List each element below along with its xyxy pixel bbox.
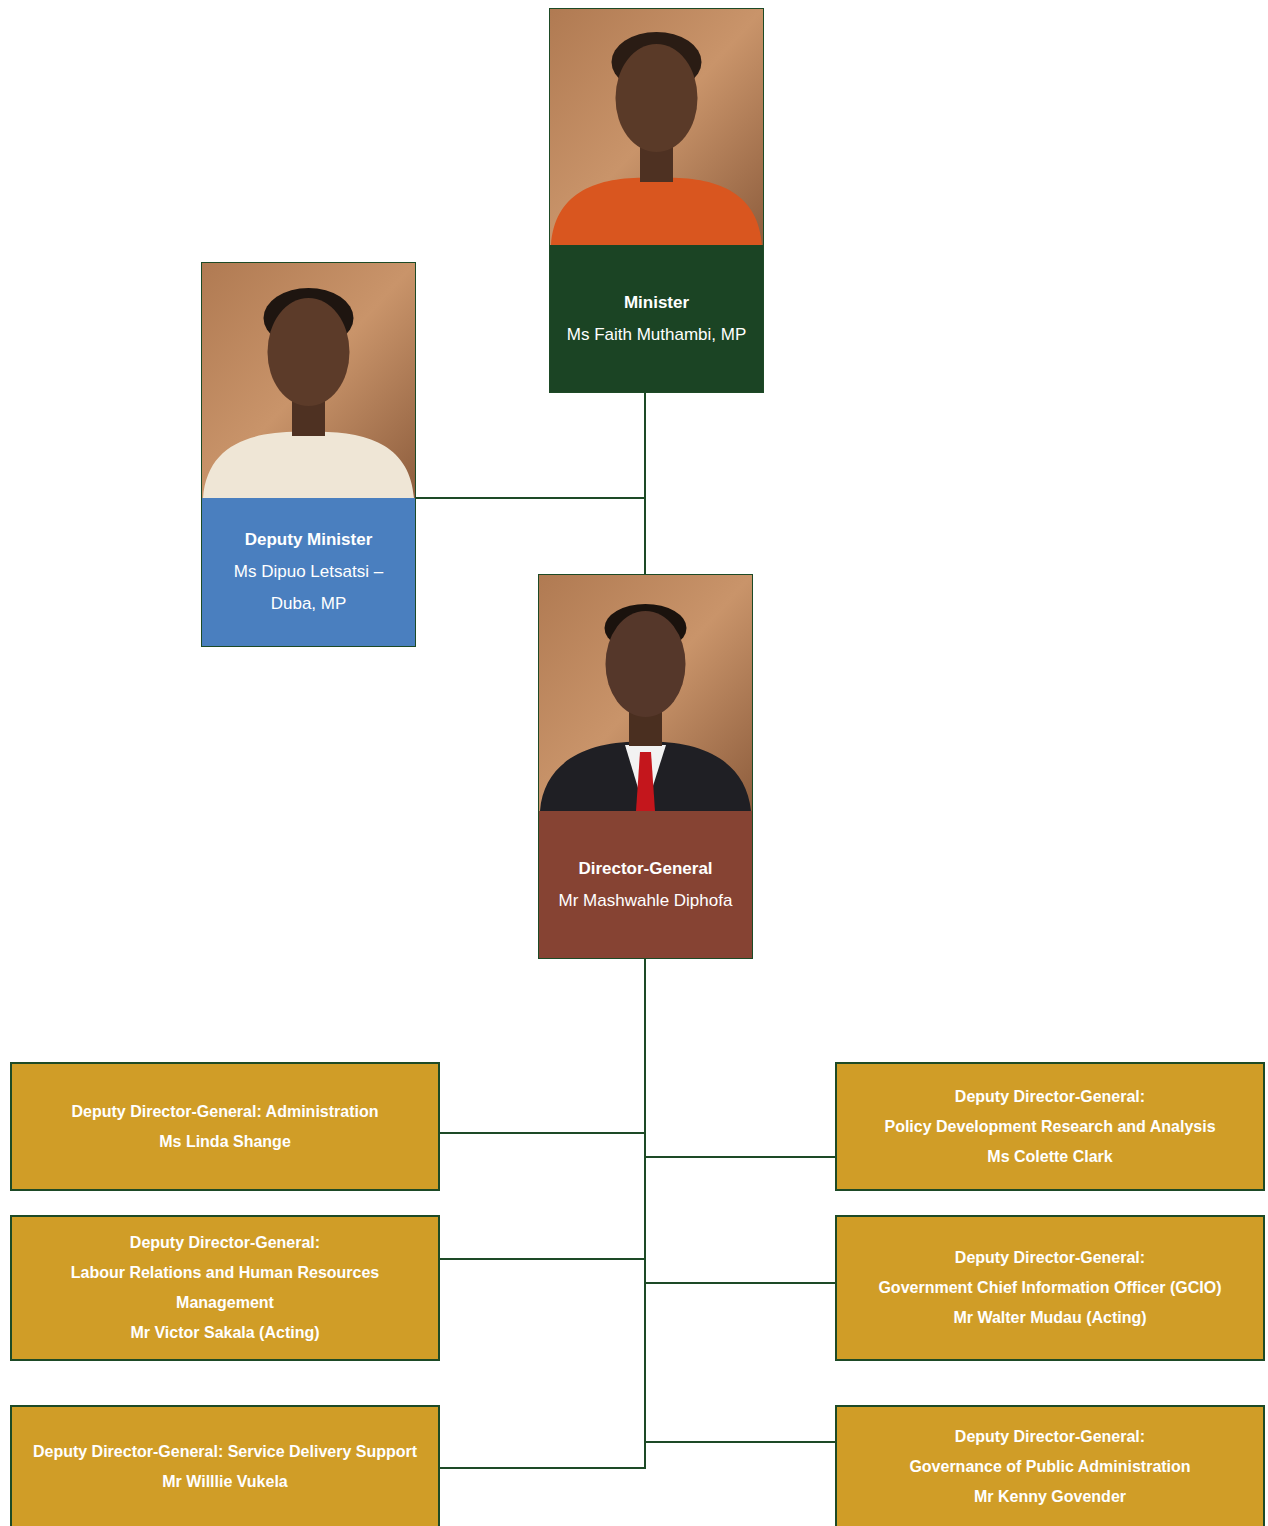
role-title: Deputy Director-General: [130, 1228, 320, 1258]
portrait-background [549, 8, 764, 245]
label-panel: Director-GeneralMr Mashwahle Diphofa [539, 811, 752, 958]
person-name: Mr Willlie Vukela [162, 1467, 288, 1497]
reporting-line [644, 393, 646, 574]
deputy-director-general-box: Deputy Director-General:Labour Relations… [10, 1215, 440, 1361]
reporting-line [440, 959, 645, 1468]
label-panel: MinisterMs Faith Muthambi, MP [550, 245, 763, 392]
reporting-line [645, 959, 835, 1442]
label-panel: Deputy Director-General:Labour Relations… [12, 1217, 438, 1359]
person-name: Mr Kenny Govender [974, 1482, 1126, 1512]
role-title: Governance of Public Administration [909, 1452, 1190, 1482]
person-name: Ms Dipuo Letsatsi – Duba, MP [218, 556, 399, 620]
deputy-director-general-box: Deputy Director-General:Policy Developme… [835, 1062, 1265, 1191]
label-panel: Deputy Director-General:Governance of Pu… [837, 1407, 1263, 1526]
deputy-minister-box: Deputy MinisterMs Dipuo Letsatsi – Duba,… [201, 262, 416, 647]
portrait-tie [636, 752, 655, 811]
deputy-director-general-box: Deputy Director-General:Government Chief… [835, 1215, 1265, 1361]
portrait-shirt [625, 745, 666, 811]
director-general-box: Director-GeneralMr Mashwahle Diphofa [538, 574, 753, 959]
label-panel: Deputy Director-General: AdministrationM… [12, 1064, 438, 1189]
director-general-portrait [538, 574, 753, 811]
role-title: Deputy Minister [245, 524, 373, 556]
portrait-background [538, 574, 753, 811]
role-title: Deputy Director-General: [955, 1243, 1145, 1273]
label-panel: Deputy Director-General:Government Chief… [837, 1217, 1263, 1359]
role-title: Deputy Director-General: [955, 1082, 1145, 1112]
role-title: Deputy Director-General: [955, 1422, 1145, 1452]
portrait-suit [540, 742, 751, 811]
deputy-director-general-box: Deputy Director-General: Service Deliver… [10, 1405, 440, 1526]
minister-portrait [549, 8, 764, 245]
role-title: Director-General [578, 853, 712, 885]
reporting-line [440, 959, 645, 1133]
portrait-head [606, 611, 686, 717]
connector-group [416, 393, 835, 1468]
person-name: Ms Faith Muthambi, MP [567, 319, 747, 351]
portrait-head [268, 298, 350, 406]
reporting-line [645, 959, 835, 1283]
minister-box: MinisterMs Faith Muthambi, MP [549, 8, 764, 393]
label-panel: Deputy MinisterMs Dipuo Letsatsi – Duba,… [202, 498, 415, 646]
role-title: Labour Relations and Human Resources Man… [20, 1258, 430, 1318]
reporting-line [645, 959, 835, 1157]
portrait-clothes [551, 178, 762, 245]
role-title: Deputy Director-General: Administration [71, 1097, 378, 1127]
person-name: Mr Victor Sakala (Acting) [130, 1318, 319, 1348]
role-title: Deputy Director-General: Service Deliver… [33, 1437, 417, 1467]
deputy-director-general-box: Deputy Director-General: AdministrationM… [10, 1062, 440, 1191]
role-title: Minister [624, 287, 689, 319]
deputy-director-general-box: Deputy Director-General:Governance of Pu… [835, 1405, 1265, 1526]
person-name: Mr Walter Mudau (Acting) [953, 1303, 1146, 1333]
role-title: Policy Development Research and Analysis [884, 1112, 1215, 1142]
person-name: Ms Colette Clark [987, 1142, 1112, 1172]
role-title: Government Chief Information Officer (GC… [878, 1273, 1221, 1303]
label-panel: Deputy Director-General:Policy Developme… [837, 1064, 1263, 1189]
portrait-head [616, 44, 698, 152]
reporting-line [440, 959, 645, 1259]
person-name: Ms Linda Shange [159, 1127, 291, 1157]
label-panel: Deputy Director-General: Service Deliver… [12, 1407, 438, 1526]
deputy-minister-portrait [201, 262, 416, 498]
portrait-clothes [203, 432, 414, 498]
person-name: Mr Mashwahle Diphofa [559, 885, 733, 917]
reporting-line [416, 393, 645, 498]
portrait-background [201, 262, 416, 498]
